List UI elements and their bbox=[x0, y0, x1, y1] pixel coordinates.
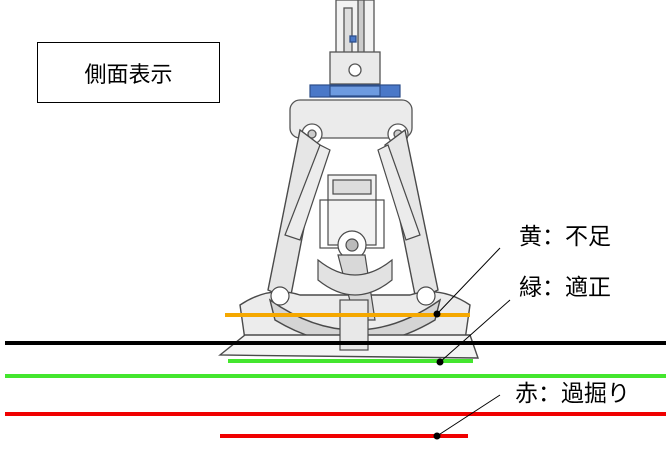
view-title: 側面表示 bbox=[84, 62, 173, 88]
legend-label-yellow: 黄：不足 bbox=[519, 224, 611, 250]
leader-lines bbox=[433, 247, 511, 440]
bucket-mechanism bbox=[317, 174, 393, 351]
view-title-box: 側面表示 bbox=[37, 42, 220, 103]
legend-label-red: 赤：過掘り bbox=[515, 381, 630, 407]
excavator-arm bbox=[329, 0, 381, 85]
legend-label-green: 緑：適正 bbox=[519, 275, 611, 301]
side-links bbox=[270, 144, 436, 306]
hydraulic-bar bbox=[309, 84, 401, 98]
